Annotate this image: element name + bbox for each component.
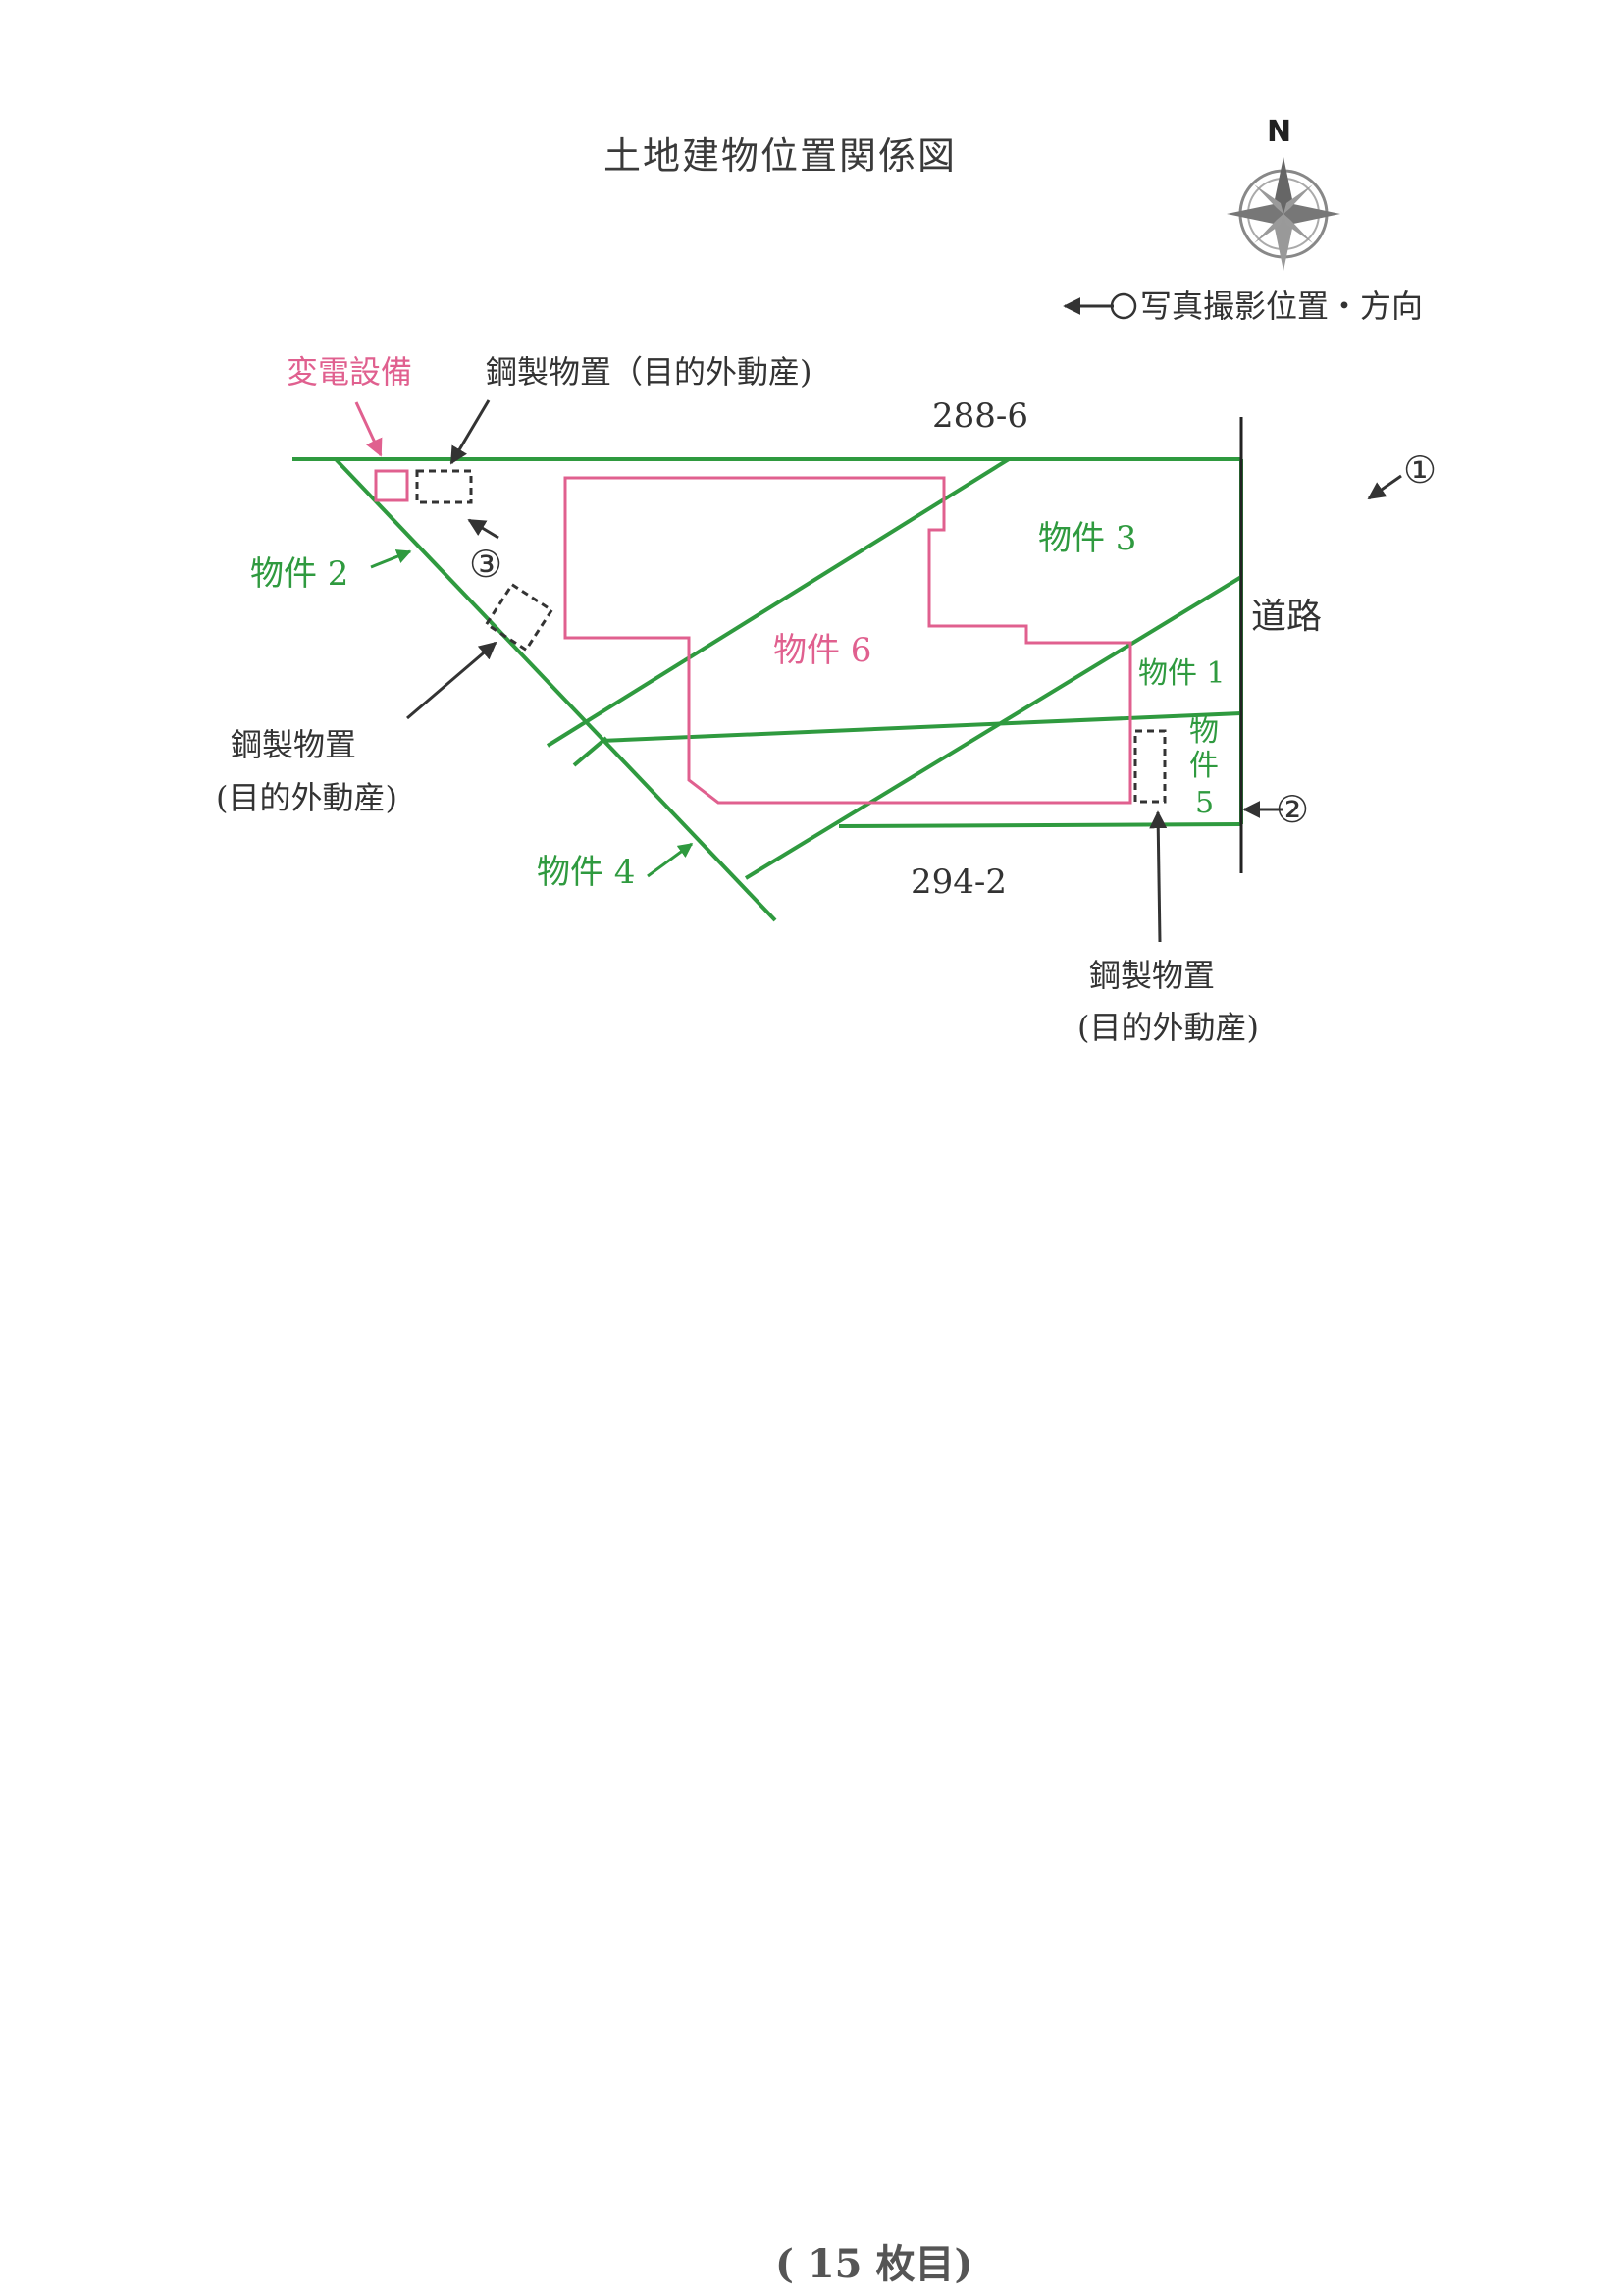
property5-label-2: 件 — [1189, 749, 1219, 783]
property2-label: 物件 2 — [250, 554, 348, 594]
page-number: ( 15 枚目) — [775, 2241, 973, 2287]
property5-label-3: 5 — [1195, 786, 1214, 820]
steel-shed-bottom-label-1: 鋼製物置 — [1089, 957, 1215, 994]
steel-shed-left-label-2: (目的外動産) — [216, 779, 397, 816]
compass-rose-icon — [1227, 157, 1340, 271]
property4-label: 物件 4 — [537, 853, 635, 892]
property1-label: 物件 1 — [1138, 656, 1226, 691]
page-title: 土地建物位置関係図 — [603, 134, 958, 178]
steel-shed-bottom-label-2: (目的外動産) — [1077, 1009, 1259, 1046]
photo-legend-text: 写真撮影位置・方向 — [1140, 287, 1424, 325]
substation-box — [374, 469, 409, 502]
site-diagram: 物件 2 物件 3 物件 4 物件 1 物 件 5 物件 6 変電設備 鋼製物置… — [216, 157, 1437, 1046]
lot-south-label: 294-2 — [911, 862, 1007, 902]
substation-label: 変電設備 — [287, 353, 412, 391]
steel-shed-bottom — [1133, 729, 1167, 804]
property5-label-1: 物 — [1189, 714, 1219, 749]
steel-shed-top — [415, 469, 473, 504]
pointer-arrows — [354, 399, 1402, 943]
steel-shed-left — [484, 582, 554, 652]
arrow-circle-icon — [1063, 292, 1137, 320]
building-label: 物件 6 — [773, 631, 871, 670]
photo-position-2: ② — [1276, 788, 1309, 831]
steel-shed-top-label: 鋼製物置（目的外動産) — [486, 353, 812, 391]
property3-label: 物件 3 — [1038, 519, 1136, 558]
photo-position-1: ① — [1403, 448, 1437, 492]
lot-north-label: 288-6 — [932, 396, 1028, 436]
building-outline — [563, 476, 1132, 805]
photo-position-3: ③ — [469, 543, 502, 586]
road-label: 道路 — [1251, 597, 1322, 637]
north-label: N — [1267, 115, 1292, 149]
steel-shed-left-label-1: 鋼製物置 — [231, 726, 356, 763]
